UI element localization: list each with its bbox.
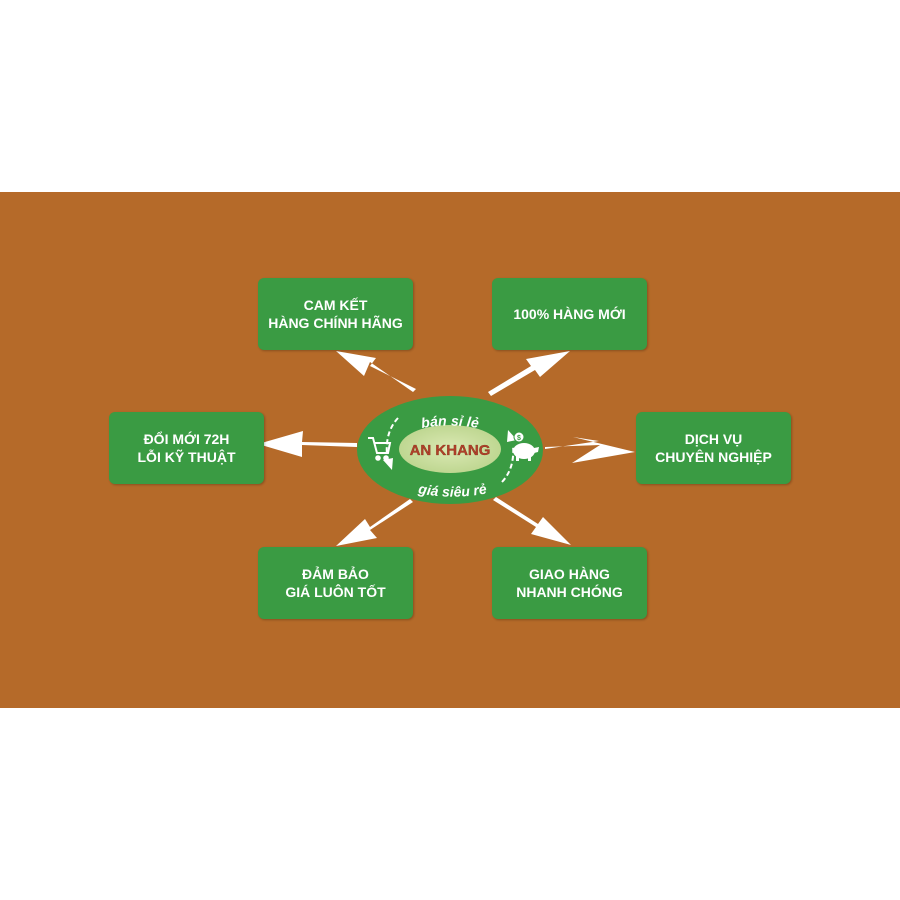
arrow-to-bottom-left bbox=[336, 499, 413, 546]
box-top-right: 100% HÀNG MỚI bbox=[492, 278, 647, 350]
hub-cycle-arrowhead-left bbox=[383, 458, 393, 470]
piggy-bank-icon: $ bbox=[513, 431, 539, 461]
box-mid-left-line2: LỖI KỸ THUẬT bbox=[137, 449, 236, 465]
box-bottom-right-line2: NHANH CHÓNG bbox=[516, 584, 623, 600]
box-mid-left: ĐỔI MỚI 72H LỖI KỸ THUẬT bbox=[109, 412, 264, 484]
arrow-to-top-left bbox=[336, 351, 416, 392]
box-mid-left-line1: ĐỔI MỚI 72H bbox=[143, 431, 230, 447]
box-mid-right-line2: CHUYÊN NGHIỆP bbox=[655, 449, 772, 465]
box-bottom-left-line2: GIÁ LUÔN TỐT bbox=[285, 584, 386, 600]
hub-cycle-arrow-left bbox=[385, 417, 399, 456]
box-bottom-right: GIAO HÀNG NHANH CHÓNG bbox=[492, 547, 647, 619]
shopping-cart-icon bbox=[368, 437, 392, 461]
hub-bottom-text: giá siêu rẻ bbox=[416, 480, 488, 500]
arrow-to-top-right bbox=[488, 351, 570, 396]
box-top-right-line1: 100% HÀNG MỚI bbox=[513, 306, 626, 322]
hub-top-text: bán sỉ lẻ bbox=[420, 413, 480, 432]
hub-center bbox=[399, 425, 501, 473]
arrow-to-mid-right bbox=[545, 437, 635, 463]
box-mid-right: DỊCH VỤ CHUYÊN NGHIỆP bbox=[636, 412, 791, 484]
box-bottom-left-line1: ĐẢM BẢO bbox=[302, 566, 369, 582]
hub-brand-text: AN KHANG bbox=[410, 442, 491, 459]
arrow-to-bottom-right bbox=[493, 497, 571, 545]
box-top-left: CAM KẾT HÀNG CHÍNH HÃNG bbox=[258, 278, 413, 350]
box-top-left-line2: HÀNG CHÍNH HÃNG bbox=[268, 315, 403, 331]
box-top-left-line1: CAM KẾT bbox=[303, 297, 368, 313]
arrow-to-mid-left bbox=[258, 431, 357, 457]
box-bottom-left: ĐẢM BẢO GIÁ LUÔN TỐT bbox=[258, 547, 413, 619]
hub-cycle-arrow-right bbox=[501, 444, 515, 483]
coin-symbol: $ bbox=[517, 435, 521, 442]
box-bottom-right-line1: GIAO HÀNG bbox=[529, 566, 610, 582]
box-mid-right-line1: DỊCH VỤ bbox=[684, 431, 743, 447]
